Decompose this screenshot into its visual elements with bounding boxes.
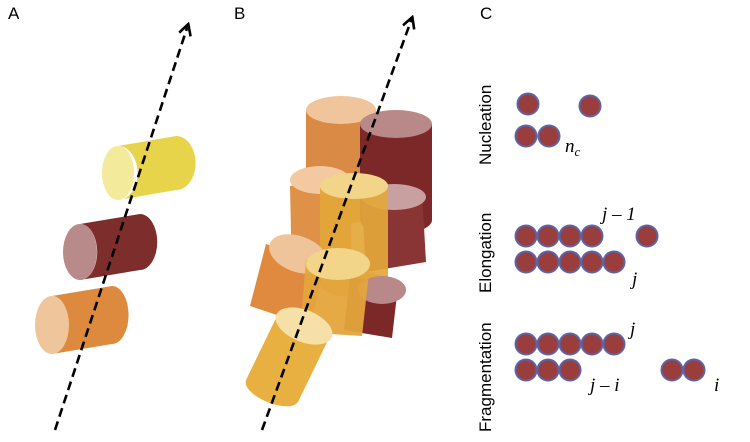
particle: [536, 250, 560, 274]
particle: [537, 124, 561, 148]
fragmentation-row-2: [514, 358, 582, 382]
particle: [660, 358, 684, 382]
label-elongation: Elongation: [476, 213, 495, 293]
particle: [514, 332, 538, 356]
particle: [514, 250, 538, 274]
label-j-elongation: j: [629, 269, 637, 290]
label-j-minus-1: j – 1: [599, 204, 636, 225]
fragment-particles: [660, 358, 706, 382]
particle: [580, 332, 604, 356]
particle: [536, 358, 560, 382]
label-i: i: [714, 375, 719, 396]
cylinder-yellow: [102, 136, 196, 200]
particle: [558, 250, 582, 274]
particle: [580, 224, 604, 248]
particle: [558, 332, 582, 356]
particle: [580, 250, 604, 274]
cylinder-orange: [35, 286, 129, 354]
fragmentation-row-1: [514, 332, 626, 356]
particle: [514, 124, 538, 148]
label-nc: nc: [565, 136, 581, 159]
particle: [635, 224, 659, 248]
panel-a: [35, 25, 196, 431]
label-j-fragmentation: j: [627, 319, 635, 340]
particle: [558, 358, 582, 382]
panel-b: [245, 18, 432, 431]
elongation-row-1: [514, 224, 659, 248]
particle: [536, 332, 560, 356]
particle: [514, 358, 538, 382]
panel-label-b: B: [234, 4, 245, 23]
particle: [514, 224, 538, 248]
particle: [516, 92, 540, 116]
nucleation-particles: [514, 92, 602, 148]
panel-label-a: A: [8, 4, 20, 23]
elongation-row-2: [514, 250, 626, 274]
axis-arrow-a: [53, 25, 188, 431]
panel-label-c: C: [480, 4, 492, 23]
particle: [536, 224, 560, 248]
label-j-minus-i: j – i: [587, 375, 620, 396]
particle: [682, 358, 706, 382]
axis-arrow-b: [260, 18, 412, 431]
particle: [558, 224, 582, 248]
particle: [578, 94, 602, 118]
cylinder-maroon: [63, 214, 158, 280]
particle: [602, 332, 626, 356]
panel-c: Nucleation Elongation Fragmentation nc j…: [476, 85, 719, 432]
label-fragmentation: Fragmentation: [476, 322, 495, 432]
label-nucleation: Nucleation: [476, 85, 495, 165]
particle: [602, 250, 626, 274]
